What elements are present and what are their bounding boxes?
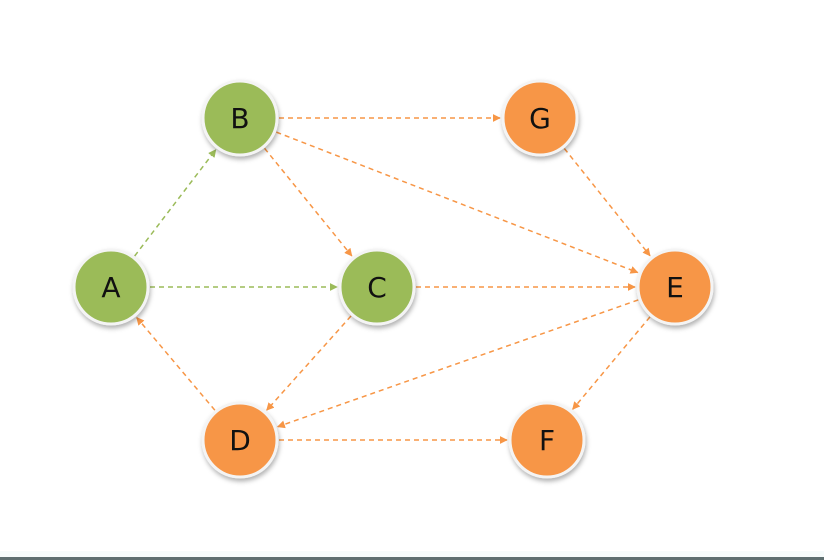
node-e[interactable]: E — [636, 248, 714, 326]
edge-b-to-c — [263, 147, 353, 257]
node-label: F — [539, 424, 555, 457]
bottom-tint — [0, 551, 824, 557]
node-circle — [201, 401, 279, 479]
node-c[interactable]: C — [338, 248, 416, 326]
edge-g-to-e — [563, 148, 651, 257]
edge-a-to-b — [134, 149, 217, 257]
node-label: D — [229, 424, 251, 457]
edge-d-to-a — [136, 316, 216, 411]
node-g[interactable]: G — [501, 79, 579, 157]
node-a[interactable]: A — [72, 248, 150, 326]
edge-e-to-d — [276, 299, 639, 429]
edge-b-to-e — [276, 131, 639, 274]
node-circle — [201, 79, 279, 157]
node-label: G — [529, 102, 551, 135]
node-label: C — [367, 271, 387, 304]
node-b[interactable]: B — [201, 79, 279, 157]
edge-e-to-f — [572, 316, 651, 410]
node-label: B — [230, 102, 249, 135]
node-circle — [508, 401, 586, 479]
node-circle — [72, 248, 150, 326]
node-f[interactable]: F — [508, 401, 586, 479]
bottom-border — [0, 557, 824, 560]
node-d[interactable]: D — [201, 401, 279, 479]
node-label: E — [666, 271, 684, 304]
node-circle — [636, 248, 714, 326]
node-circle — [338, 248, 416, 326]
node-circle — [501, 79, 579, 157]
edge-c-to-d — [266, 315, 352, 411]
node-label: A — [101, 271, 120, 304]
